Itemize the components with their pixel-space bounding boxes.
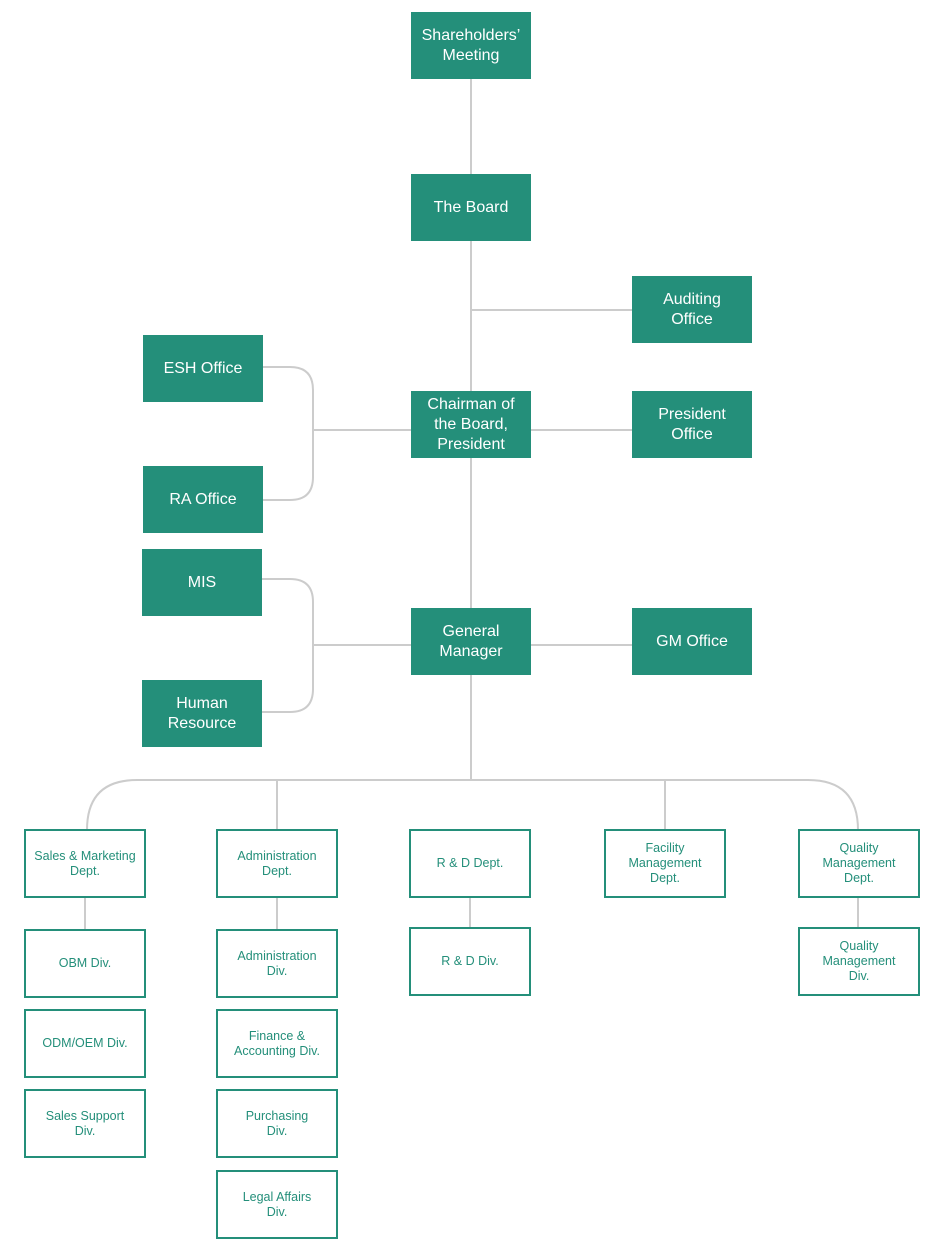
finance-accounting-div-label: Finance & Accounting Div. xyxy=(234,1028,320,1058)
esh-office-label: ESH Office xyxy=(163,359,243,377)
auditing-office-box: Auditing Office xyxy=(632,276,752,343)
administration-dept-box: Administration Dept. xyxy=(216,829,338,898)
ra-office-box: RA Office xyxy=(143,466,263,533)
rd-dept-label: R & D Dept. xyxy=(436,856,504,870)
auditing-office-label: Auditing Office xyxy=(663,290,721,328)
obm-div-label: OBM Div. xyxy=(58,956,112,970)
rd-dept-box: R & D Dept. xyxy=(409,829,531,898)
purchasing-div-label: Purchasing Div. xyxy=(245,1108,309,1138)
connector-mis-hr-bracket xyxy=(262,578,314,713)
odm-oem-div-label: ODM/OEM Div. xyxy=(42,1036,128,1050)
chairman-president-label: Chairman of the Board, President xyxy=(427,395,515,453)
purchasing-div-box: Purchasing Div. xyxy=(216,1089,338,1158)
rd-div-box: R & D Div. xyxy=(409,927,531,996)
rd-div-label: R & D Div. xyxy=(441,954,499,968)
facility-management-dept-box: Facility Management Dept. xyxy=(604,829,726,898)
president-office-box: President Office xyxy=(632,391,752,458)
facility-management-dept-label: Facility Management Dept. xyxy=(628,841,702,885)
sales-support-div-box: Sales Support Div. xyxy=(24,1089,146,1158)
odm-oem-div-box: ODM/OEM Div. xyxy=(24,1009,146,1078)
the-board-box: The Board xyxy=(411,174,531,241)
chairman-president-box: Chairman of the Board, President xyxy=(411,391,531,458)
legal-affairs-div-label: Legal Affairs Div. xyxy=(242,1189,312,1219)
sales-marketing-dept-box: Sales & Marketing Dept. xyxy=(24,829,146,898)
sales-marketing-dept-label: Sales & Marketing Dept. xyxy=(34,848,136,878)
obm-div-box: OBM Div. xyxy=(24,929,146,998)
connector-esh-ra-bracket xyxy=(263,366,314,501)
quality-management-dept-box: Quality Management Dept. xyxy=(798,829,920,898)
human-resource-label: Human Resource xyxy=(167,694,237,732)
general-manager-label: General Manager xyxy=(439,622,503,660)
president-office-label: President Office xyxy=(658,405,726,443)
connector-dept-bus xyxy=(86,779,859,831)
mis-box: MIS xyxy=(142,549,262,616)
shareholders-meeting-box: Shareholders’ Meeting xyxy=(411,12,531,79)
administration-dept-label: Administration Dept. xyxy=(237,848,317,878)
the-board-label: The Board xyxy=(433,198,509,216)
human-resource-box: Human Resource xyxy=(142,680,262,747)
quality-management-div-box: Quality Management Div. xyxy=(798,927,920,996)
quality-management-dept-label: Quality Management Dept. xyxy=(822,841,896,885)
administration-div-label: Administration Div. xyxy=(237,948,317,978)
sales-support-div-label: Sales Support Div. xyxy=(45,1108,125,1138)
finance-accounting-div-box: Finance & Accounting Div. xyxy=(216,1009,338,1078)
gm-office-box: GM Office xyxy=(632,608,752,675)
gm-office-label: GM Office xyxy=(656,632,728,650)
ra-office-label: RA Office xyxy=(169,490,237,508)
general-manager-box: General Manager xyxy=(411,608,531,675)
legal-affairs-div-box: Legal Affairs Div. xyxy=(216,1170,338,1239)
quality-management-div-label: Quality Management Div. xyxy=(822,939,896,983)
esh-office-box: ESH Office xyxy=(143,335,263,402)
shareholders-meeting-label: Shareholders’ Meeting xyxy=(421,26,521,64)
mis-label: MIS xyxy=(187,573,217,591)
administration-div-box: Administration Div. xyxy=(216,929,338,998)
